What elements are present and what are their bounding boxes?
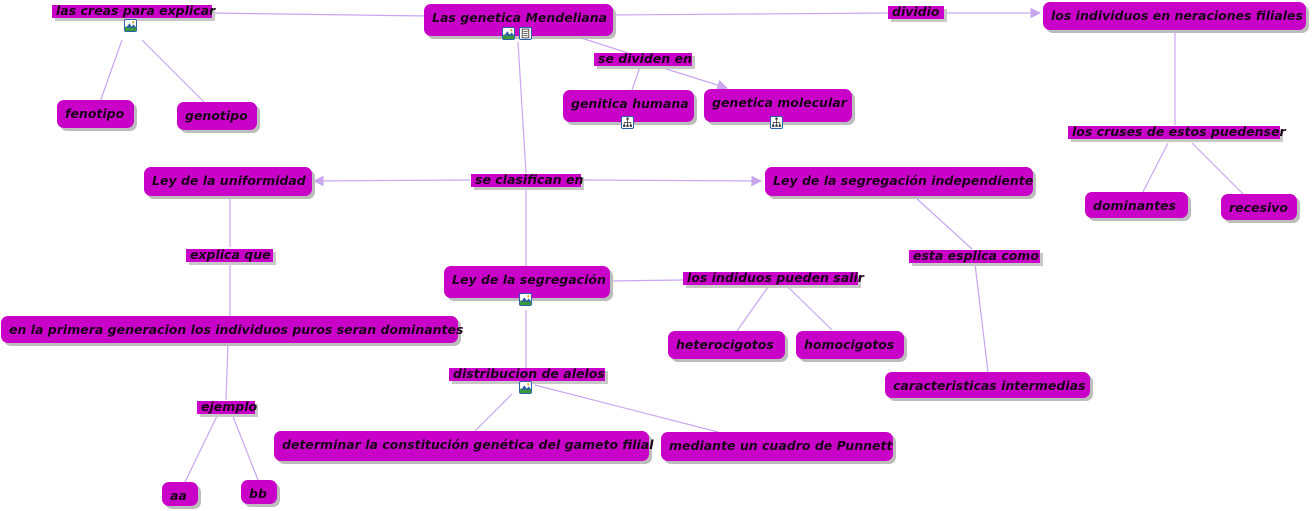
node-cuadro-punnett[interactable]: mediante un cuadro de Punnett <box>661 432 893 461</box>
hierarchy-icon[interactable] <box>770 116 783 129</box>
link-se-dividen-en[interactable]: se dividen en <box>594 51 692 66</box>
edge-segregacion-salir <box>609 279 684 282</box>
node-ley-segregacion-independiente[interactable]: Ley de la segregación independiente <box>765 167 1033 196</box>
edge-ejemplo-bb <box>231 413 259 481</box>
node-label: genetica molecular <box>712 95 847 110</box>
edge-creas-fenotipo <box>99 39 123 103</box>
node-label: caracteristicas intermedias <box>893 378 1086 393</box>
link-label: los cruses de estos puedenser <box>1072 124 1286 139</box>
node-ley-segregacion[interactable]: Ley de la segregación <box>444 266 610 298</box>
node-label: Las genetica Mendeliana <box>432 10 608 25</box>
node-caracteristicas-intermedias[interactable]: caracteristicas intermedias <box>885 372 1090 398</box>
node-primera-generacion[interactable]: en la primera generacion los individuos … <box>1 316 463 343</box>
link-label: se clasifican en <box>475 172 584 187</box>
edge-esplica-intermedias <box>974 263 989 373</box>
node-aa[interactable]: aa <box>162 482 198 506</box>
link-label: los indiduos pueden salir <box>687 270 864 285</box>
node-label: Ley de la segregación independiente <box>773 173 1034 188</box>
node-label: Ley de la segregación <box>452 272 606 287</box>
node-label: determinar la constitución genética del … <box>282 437 654 452</box>
node-label: bb <box>249 486 267 501</box>
image-icon[interactable] <box>519 381 532 394</box>
node-constitucion-gameto[interactable]: determinar la constitución genética del … <box>274 431 654 461</box>
node-genotipo[interactable]: genotipo <box>177 102 257 130</box>
link-distribucion-alelos[interactable]: distribucion de alelos <box>449 366 605 381</box>
node-label: en la primera generacion los individuos … <box>9 322 464 337</box>
edge-mendeliana-dividio <box>611 12 889 16</box>
edge-primera-ejemplo <box>225 342 229 401</box>
node-label: los individuos en neraciones filiales <box>1051 8 1303 23</box>
link-label: ejemplo <box>201 399 258 414</box>
edge-salir-homo <box>787 286 833 331</box>
edge-mendeliana-dividen <box>574 35 629 54</box>
edge-cruses-dominantes <box>1142 142 1169 193</box>
link-ejemplo[interactable]: ejemplo <box>197 399 258 414</box>
link-label: distribucion de alelos <box>453 366 605 381</box>
document-icon[interactable] <box>519 27 532 40</box>
link-creas-para-explicar[interactable]: las creas para explicar <box>52 3 216 18</box>
edge-clasifican-uniformidad <box>312 175 471 187</box>
image-icon[interactable] <box>502 27 515 40</box>
link-dividio[interactable]: dividio <box>888 4 944 19</box>
node-label: aa <box>170 488 187 503</box>
node-label: heterocigotos <box>676 337 774 352</box>
link-label: esta esplica como <box>913 248 1039 263</box>
node-label: recesivo <box>1229 200 1288 215</box>
node-label: mediante un cuadro de Punnett <box>669 438 893 453</box>
link-label: explica que <box>190 247 271 262</box>
edge-dividen-humana <box>631 66 641 91</box>
image-icon[interactable] <box>519 293 532 306</box>
link-label: dividio <box>892 4 940 19</box>
edge-mendeliana-clasifican <box>517 41 527 174</box>
node-label: genotipo <box>185 108 248 123</box>
edge-salir-hetero <box>736 286 769 332</box>
link-explica-que[interactable]: explica que <box>186 247 273 262</box>
edge-alelos-punnett <box>534 384 719 433</box>
image-icon[interactable] <box>124 19 137 32</box>
edge-creas-mendeliana <box>209 12 429 17</box>
node-label: homocigotos <box>804 337 895 352</box>
link-esta-esplica-como[interactable]: esta esplica como <box>909 248 1040 263</box>
link-indiduos-pueden-salir[interactable]: los indiduos pueden salir <box>683 271 864 285</box>
node-genetica-mendeliana[interactable]: Las genetica Mendeliana <box>424 4 613 36</box>
node-label: fenotipo <box>65 106 125 121</box>
link-se-clasifican-en[interactable]: se clasifican en <box>471 172 584 187</box>
link-label: las creas para explicar <box>56 3 216 18</box>
node-fenotipo[interactable]: fenotipo <box>57 100 134 128</box>
node-label: dominantes <box>1093 198 1176 213</box>
edge-cruses-recesivo <box>1191 142 1244 195</box>
node-heterocigotos[interactable]: heterocigotos <box>668 331 785 359</box>
node-dominantes[interactable]: dominantes <box>1085 192 1188 218</box>
link-cruses-puedenser[interactable]: los cruses de estos puedenser <box>1068 125 1286 139</box>
edge-clasifican-segindep <box>581 175 763 187</box>
link-label: se dividen en <box>598 51 692 66</box>
node-ley-uniformidad[interactable]: Ley de la uniformidad <box>144 167 312 196</box>
edge-ejemplo-aa <box>184 413 219 483</box>
edge-creas-genotipo <box>141 39 206 104</box>
edge-segindep-esplica <box>914 196 973 250</box>
node-label: Ley de la uniformidad <box>152 173 306 188</box>
hierarchy-icon[interactable] <box>621 116 634 129</box>
node-bb[interactable]: bb <box>241 480 277 504</box>
node-label: genitica humana <box>571 96 689 111</box>
node-homocigotos[interactable]: homocigotos <box>796 331 904 359</box>
node-individuos-generaciones[interactable]: los individuos en neraciones filiales <box>1043 2 1306 30</box>
node-recesivo[interactable]: recesivo <box>1221 194 1297 220</box>
edge-alelos-gameto <box>474 393 513 432</box>
edge-dividen-molecular <box>659 66 729 91</box>
